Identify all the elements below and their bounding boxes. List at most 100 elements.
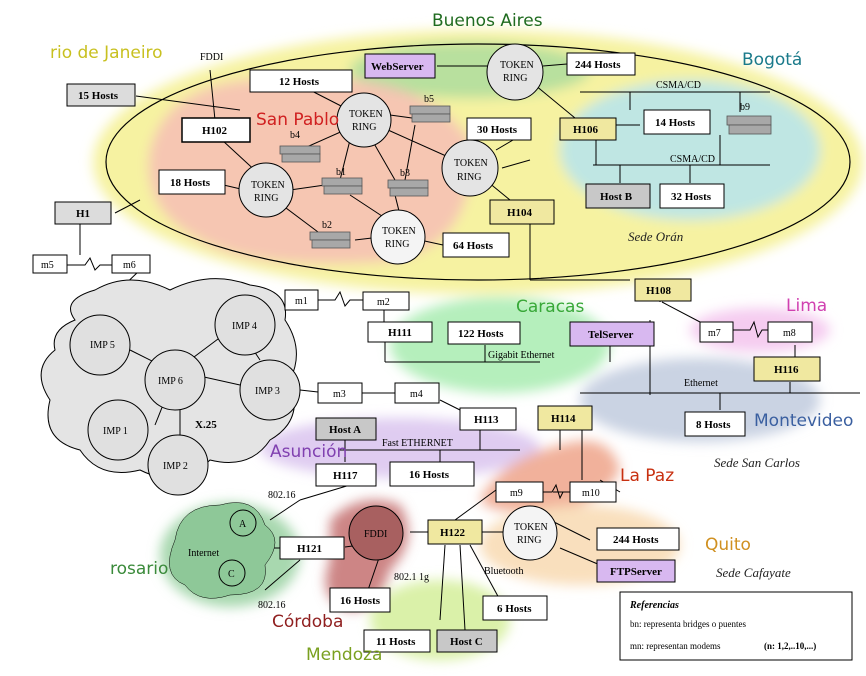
wifi-label-2: 802.16	[258, 600, 286, 611]
token-ring-sp1-l2: RING	[352, 122, 376, 133]
hosts-16-cordoba-box: 16 Hosts	[340, 595, 381, 607]
network-labels: FDDI CSMA/CD CSMA/CD Gigabit Ethernet Et…	[200, 52, 718, 611]
csma-label-1: CSMA/CD	[656, 80, 701, 91]
modem-m4: m4	[410, 389, 423, 400]
x25-label: X.25	[195, 419, 217, 431]
region-asuncion: Asunción	[270, 442, 347, 462]
bridge-b3: b3	[400, 168, 410, 179]
modem-m3: m3	[333, 389, 346, 400]
imp5-label: IMP 5	[90, 340, 115, 351]
h122-box: H122	[440, 527, 466, 539]
region-quito: Quito	[705, 535, 751, 555]
legend-line2b: (n: 1,2,..10,...)	[764, 641, 816, 651]
region-lima: Lima	[786, 296, 827, 316]
hosts-16-fast-box: 16 Hosts	[409, 469, 450, 481]
ftpserver-box: FTPServer	[610, 566, 662, 578]
region-la-paz: La Paz	[620, 466, 674, 486]
host-c-box: Host C	[450, 636, 483, 648]
legend-title: Referencias	[629, 600, 679, 611]
sede-oran: Sede Orán	[628, 229, 683, 244]
token-ring-sp2-l2: RING	[254, 193, 278, 204]
h104-box: H104	[507, 207, 533, 219]
h121-box: H121	[297, 543, 322, 555]
h117-box: H117	[333, 470, 358, 482]
host-b-box: Host B	[600, 191, 633, 203]
region-montevideo: Montevideo	[754, 411, 853, 431]
modem-m6: m6	[123, 260, 136, 271]
x25-cloud: IMP 5 IMP 6 IMP 4 IMP 3 IMP 1 IMP 2 X.25	[40, 278, 301, 496]
bridge-b1: b1	[336, 167, 346, 178]
region-rio: rio de Janeiro	[50, 43, 163, 63]
token-ring-quito-l2: RING	[517, 535, 541, 546]
bridges	[279, 105, 772, 249]
token-ring-sp3-l1: TOKEN	[454, 158, 488, 169]
h102-box: H102	[202, 125, 228, 137]
hosts-6-box: 6 Hosts	[497, 603, 532, 615]
node-c-label: C	[228, 569, 235, 580]
bridge-b2: b2	[322, 220, 332, 231]
region-bogota: Bogotá	[742, 50, 802, 70]
h106-box: H106	[573, 124, 599, 136]
fddi-cordoba-label: FDDI	[364, 529, 387, 540]
imp6-label: IMP 6	[158, 376, 183, 387]
hosts-18-box: 18 Hosts	[170, 177, 211, 189]
modem-m2: m2	[377, 297, 390, 308]
imp3-label: IMP 3	[255, 386, 280, 397]
hosts-14-box: 14 Hosts	[655, 117, 696, 129]
hosts-244-quito-box: 244 Hosts	[613, 534, 659, 546]
region-caracas: Caracas	[516, 297, 584, 317]
bluetooth-label: Bluetooth	[484, 566, 523, 577]
token-ring-sp1-l1: TOKEN	[349, 109, 383, 120]
wifi-label-1: 802.16	[268, 490, 296, 501]
internet-label: Internet	[188, 548, 219, 559]
webserver-box: WebServer	[371, 61, 424, 73]
modem-m8: m8	[783, 328, 796, 339]
host-a-box: Host A	[329, 424, 361, 436]
token-ring-sp4-l2: RING	[385, 239, 409, 250]
modem-m1: m1	[295, 296, 308, 307]
token-rings: TOKEN RING TOKEN RING TOKEN RING TOKEN R…	[238, 43, 558, 561]
legend: Referencias bn: representa bridges o pue…	[619, 591, 853, 661]
bridge-b5: b5	[424, 94, 434, 105]
sede-cafayate: Sede Cafayate	[716, 565, 791, 580]
sede-san-carlos: Sede San Carlos	[714, 455, 800, 470]
hosts-64-box: 64 Hosts	[453, 240, 494, 252]
token-ring-quito-l1: TOKEN	[514, 522, 548, 533]
region-cordoba: Córdoba	[272, 612, 343, 632]
token-ring-sp3-l2: RING	[457, 172, 481, 183]
campus-ellipse	[105, 43, 851, 281]
hosts-8-box: 8 Hosts	[696, 419, 731, 431]
modem-m5: m5	[41, 260, 54, 271]
hosts-15-box: 15 Hosts	[78, 90, 119, 102]
imp4-label: IMP 4	[232, 321, 257, 332]
token-ring-top-l2: RING	[503, 73, 527, 84]
h116-box: H116	[774, 364, 799, 376]
token-ring-sp2-l1: TOKEN	[251, 180, 285, 191]
gigabit-label: Gigabit Ethernet	[488, 350, 555, 361]
bridge-b9: b9	[740, 102, 750, 113]
token-ring-top-l1: TOKEN	[500, 60, 534, 71]
csma-label-2: CSMA/CD	[670, 154, 715, 165]
modem-boxes: m5 m6 m1 m2 m3 m4 m7 m8 m9 m10	[32, 254, 813, 503]
h108-box: H108	[646, 285, 672, 297]
fddi-top-label: FDDI	[200, 52, 223, 63]
hosts-32-box: 32 Hosts	[671, 191, 712, 203]
token-ring-sp4-l1: TOKEN	[382, 226, 416, 237]
h114-box: H114	[551, 413, 576, 425]
internet-cloud: Internet A C	[169, 502, 276, 599]
blob-caracas	[390, 297, 610, 393]
legend-line1: bn: representa bridges o puentes	[630, 619, 746, 629]
modem-m7: m7	[708, 328, 721, 339]
node-a-label: A	[239, 519, 247, 530]
region-rosario: rosario	[110, 559, 168, 579]
legend-line2a: mn: representan modems	[630, 641, 721, 651]
telserver-box: TelServer	[588, 329, 634, 341]
hosts-11-box: 11 Hosts	[376, 636, 416, 648]
h113-box: H113	[474, 414, 499, 426]
wifi-g-label: 802.1 1g	[394, 572, 429, 583]
hosts-12-box: 12 Hosts	[279, 76, 320, 88]
fast-ethernet-label: Fast ETHERNET	[382, 438, 453, 449]
region-buenos-aires: Buenos Aires	[432, 11, 543, 31]
